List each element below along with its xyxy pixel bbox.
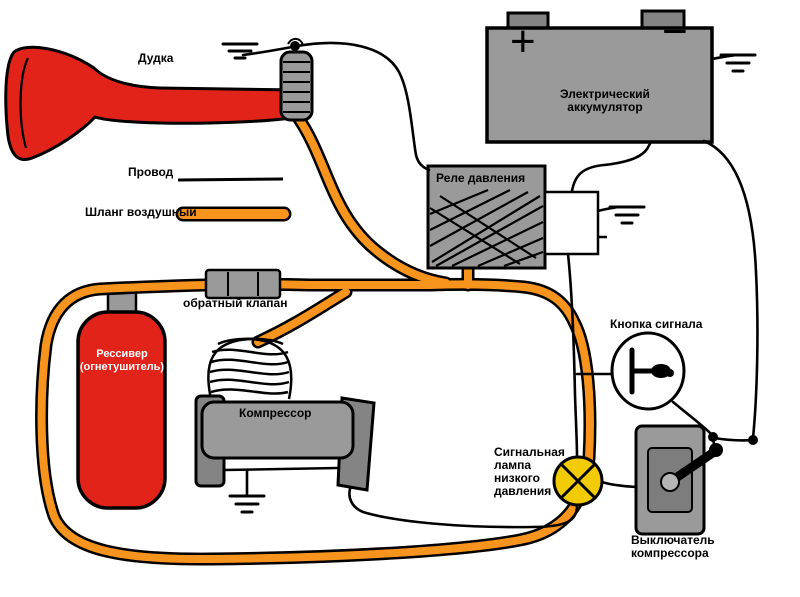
wire-relay-to-battery (570, 140, 653, 193)
wire-relaybox-to-lamp (566, 252, 579, 458)
battery-minus-sign: − (662, 7, 688, 56)
wire-valve-to-relay (295, 41, 431, 172)
wire-lamp-to-compressor (348, 487, 579, 529)
low-pressure-lamp-label: Сигнальная лампа низкого давления (494, 445, 565, 498)
battery-shape (485, 9, 714, 144)
low-pressure-lamp-shape (552, 455, 604, 507)
compressor-body (200, 400, 355, 460)
ground-symbol-battery (719, 53, 757, 73)
horn-button-cap (651, 364, 671, 378)
wire-switch-to-lamp (600, 480, 638, 489)
battery-body (485, 26, 714, 144)
check-valve-label: обратный клапан (183, 296, 288, 310)
battery-label: Электрический аккумулятор (560, 87, 650, 114)
horn-valve-terminal-knot (290, 41, 300, 51)
compressor-head-fins (207, 337, 293, 400)
horn-button-icon (629, 347, 655, 395)
hose-compressor-stub (254, 288, 350, 346)
compressor-base-line (223, 466, 339, 472)
ground-symbol-compressor (228, 494, 266, 514)
ground-symbols (221, 42, 757, 514)
horn-valve-shape (279, 37, 314, 122)
fins-top (217, 337, 284, 346)
wire-battery-down-right (702, 139, 759, 440)
hose-loop (37, 280, 594, 564)
hose-legend-label: Шланг воздушный (85, 205, 197, 219)
compressor-shape (194, 337, 376, 492)
check-valve-body (204, 268, 282, 300)
hose-valve (293, 112, 450, 287)
battery-plus-sign: + (510, 17, 536, 66)
ground-symbol-relay (608, 205, 646, 225)
horn-button-shape (610, 331, 686, 411)
switch-pivot (660, 472, 680, 492)
wire-legend-label: Провод (128, 165, 174, 179)
pressure-relay-label: Реле давления (436, 171, 526, 185)
receiver-shape (76, 288, 167, 510)
receiver-tank (76, 310, 167, 510)
receiver-label: Рессивер (огнетушитель) (79, 348, 165, 373)
switch-lever-knob (709, 443, 723, 457)
ground-symbol-horn (221, 42, 259, 60)
relay-hatching (429, 188, 544, 268)
wire-ground-to-valve (241, 45, 294, 57)
horn-valve-ribs (283, 61, 310, 113)
wire-legend-line (177, 177, 284, 182)
compressor-switch-label: Выключатель компрессора (631, 533, 715, 560)
junction-dot-1 (708, 432, 718, 442)
lamp-cross (559, 462, 597, 500)
wires (241, 41, 759, 529)
check-valve-shape (204, 268, 282, 300)
check-valve-lines (227, 272, 259, 296)
relay-contact-box (543, 190, 600, 256)
junction-dot-2 (748, 435, 758, 445)
wire-junction-to-junction (712, 436, 754, 442)
compressor-switch-shape (634, 424, 723, 536)
hose-valve-outline (290, 109, 453, 290)
horn-bell-rim (19, 57, 29, 149)
compressor-label: Компрессор (239, 406, 312, 420)
horn-valve-knot-scribble (287, 37, 304, 46)
horn-label: Дудка (138, 51, 174, 65)
horn-button-tip (666, 369, 674, 377)
fins-coils (209, 348, 290, 395)
horn-button-label: Кнопка сигнала (610, 317, 703, 331)
